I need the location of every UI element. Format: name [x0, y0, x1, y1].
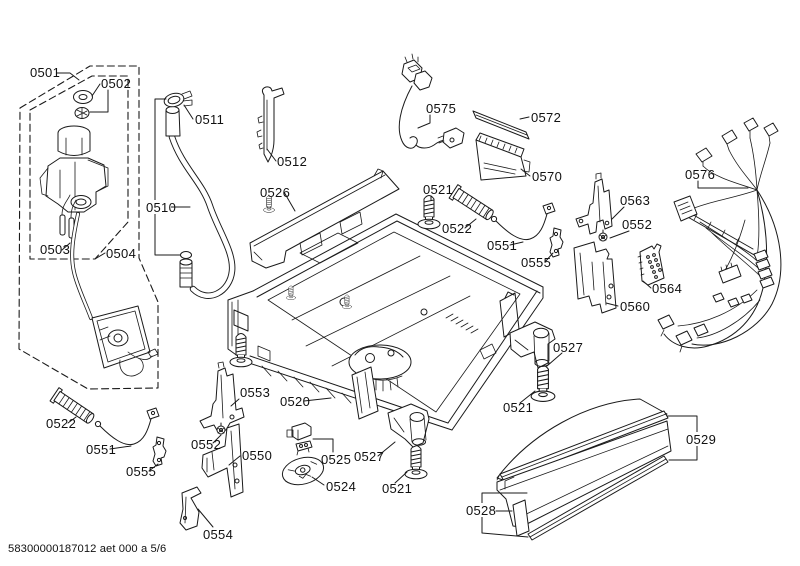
plinth-panel-drawing	[496, 398, 672, 541]
part-label-0560: 0560	[620, 299, 650, 314]
aquastop-assembly-drawing	[18, 65, 159, 390]
part-label-0572: 0572	[531, 110, 561, 125]
part-label-0551-top: 0551	[487, 238, 517, 253]
part-label-0522-top: 0522	[442, 221, 472, 236]
part-label-0528: 0528	[466, 503, 496, 518]
roller-0524-drawing	[281, 456, 325, 486]
screw-right-drawing	[530, 364, 556, 402]
part-label-0552-left: 0552	[191, 437, 221, 452]
bracket-0550-drawing	[201, 423, 244, 498]
foot-bottom-drawing	[387, 403, 430, 448]
part-labels: 0501 0502 0503 0504 0511 0510 0512 0526 …	[30, 65, 716, 542]
latch-top-drawing	[549, 227, 564, 258]
fixing-pin-drawing	[256, 86, 285, 163]
part-label-0570: 0570	[532, 169, 562, 184]
part-label-0521-right: 0521	[503, 400, 533, 415]
part-label-0550: 0550	[242, 448, 272, 463]
part-label-0555-top: 0555	[521, 255, 551, 270]
part-label-0527-right: 0527	[553, 340, 583, 355]
terminal-block-0564-drawing	[637, 243, 665, 286]
power-cord-drawing	[398, 53, 465, 149]
part-label-0563: 0563	[620, 193, 650, 208]
part-label-0512: 0512	[277, 154, 307, 169]
part-label-0529: 0529	[686, 432, 716, 447]
screw-left-drawing	[229, 333, 253, 368]
part-label-0575: 0575	[426, 101, 456, 116]
part-label-0526: 0526	[260, 185, 290, 200]
wiring-harness-drawing	[657, 117, 782, 353]
hose-clamp-drawing	[163, 90, 193, 108]
part-label-0525: 0525	[321, 452, 351, 467]
part-label-0522-left: 0522	[46, 416, 76, 431]
part-label-0553: 0553	[240, 385, 270, 400]
part-label-0524: 0524	[326, 479, 356, 494]
part-label-0521-top: 0521	[423, 182, 453, 197]
part-label-0520: 0520	[280, 394, 310, 409]
base-cover-drawing	[249, 168, 400, 269]
part-label-0501: 0501	[30, 65, 60, 80]
bracket-0563-drawing	[575, 172, 613, 235]
clip-0552-right-drawing	[598, 229, 608, 242]
sensor-wire-top-drawing	[490, 202, 556, 241]
bracket-0554-drawing	[179, 486, 202, 531]
part-label-0555-left: 0555	[126, 464, 156, 479]
screw-bottom-drawing	[404, 445, 428, 480]
part-label-0504: 0504	[106, 246, 136, 261]
part-label-0510: 0510	[146, 200, 176, 215]
sensor-wire-left-drawing	[94, 407, 160, 446]
part-label-0503: 0503	[40, 242, 70, 257]
drawing-code-footer: 58300000187012 aet 000 a 5/6	[8, 543, 166, 555]
part-label-0554: 0554	[203, 527, 233, 542]
control-module-drawing	[475, 132, 531, 181]
foot-right-drawing	[509, 321, 556, 369]
part-label-0552-right: 0552	[622, 217, 652, 232]
part-label-0521-bottom: 0521	[382, 481, 412, 496]
screw-top-drawing	[417, 195, 441, 230]
pin-top-drawing	[448, 184, 497, 224]
cap-0525-drawing	[286, 422, 313, 456]
part-label-0576: 0576	[685, 167, 715, 182]
cover-strip-drawing	[472, 110, 530, 140]
part-label-0527-bottom: 0527	[354, 449, 384, 464]
bracket-0560-drawing	[573, 241, 617, 314]
inlet-hose-drawing	[163, 90, 236, 299]
part-label-0511: 0511	[195, 112, 224, 127]
part-label-0551-left: 0551	[86, 442, 116, 457]
latch-left-drawing	[152, 436, 167, 467]
part-label-0502: 0502	[101, 76, 131, 91]
part-label-0564: 0564	[652, 281, 682, 296]
leader-lines	[56, 72, 749, 538]
bracket-0553-drawing	[199, 361, 245, 433]
